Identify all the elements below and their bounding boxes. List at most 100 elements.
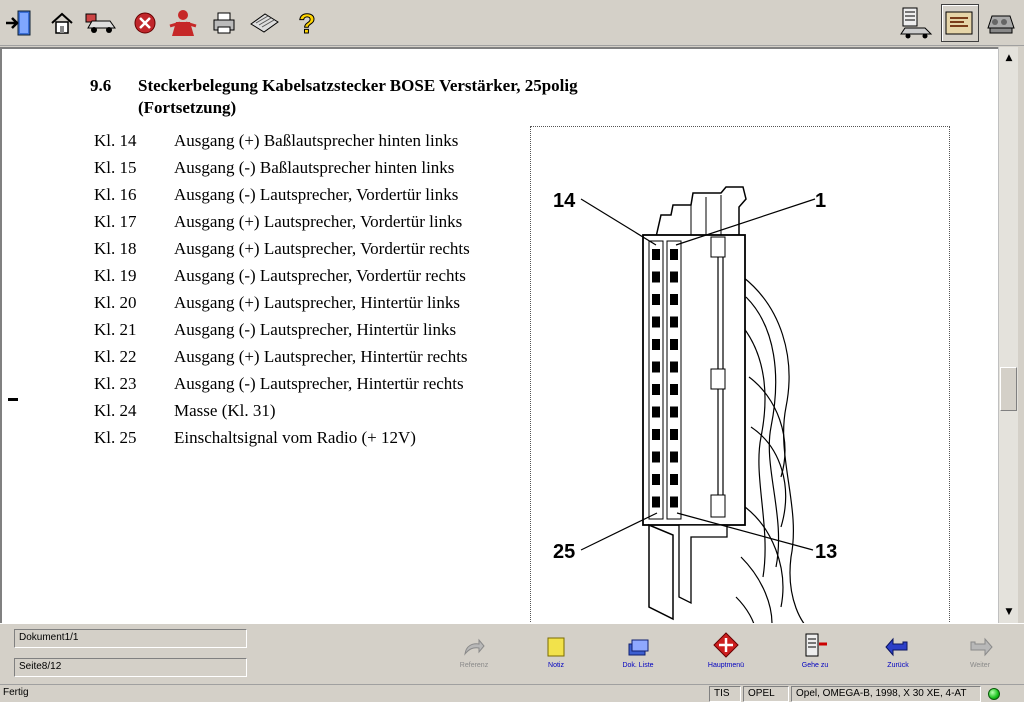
status-brand: OPEL [743, 686, 789, 702]
pin-description: Ausgang (-) Baßlautsprecher hinten links [174, 158, 455, 177]
user-icon [169, 10, 197, 36]
svg-text:?: ? [298, 8, 315, 38]
connector-pin [670, 429, 678, 440]
vehicle-selection-button[interactable] [84, 6, 118, 40]
main-toolbar: ? [0, 0, 1024, 46]
goto-icon [805, 633, 827, 657]
main-menu-label: Hauptmenü [707, 662, 745, 669]
pin-description: Ausgang (+) Lautsprecher, Vordertür rech… [174, 239, 470, 258]
pin-number: Kl. 18 [94, 239, 137, 258]
main-menu-icon [713, 632, 739, 658]
scroll-down-arrow[interactable]: ▼ [1005, 607, 1013, 617]
navigation-panel: Dokument1/1 Seite8/12 Referenz Notiz Dok… [0, 623, 1024, 683]
section-title: Steckerbelegung Kabelsatzstecker BOSE Ve… [138, 76, 578, 95]
status-vehicle: Opel, OMEGA-B, 1998, X 30 XE, 4-AT [791, 686, 981, 702]
section-subtitle: (Fortsetzung) [138, 98, 237, 117]
help-button[interactable]: ? [290, 6, 324, 40]
pin-number: Kl. 17 [94, 212, 137, 231]
keyboard-button[interactable] [247, 6, 281, 40]
connector-pin [652, 339, 660, 350]
forward-arrow-icon [970, 637, 993, 657]
forward-label: Weiter [969, 662, 991, 669]
diagnostics-button[interactable] [898, 4, 936, 42]
connector-pin [652, 496, 660, 508]
connector-pin [652, 294, 660, 305]
connector-pin [652, 406, 660, 418]
goto-label: Gehe zu [801, 662, 829, 669]
reference-label: Referenz [459, 662, 489, 669]
status-bar: Fertig TIS OPEL Opel, OMEGA-B, 1998, X 3… [0, 684, 1024, 702]
pin-description: Masse (Kl. 31) [174, 401, 276, 420]
reference-button[interactable]: Referenz [444, 632, 504, 678]
pin-number: Kl. 19 [94, 266, 137, 285]
connector-pin [670, 249, 678, 260]
stop-button[interactable] [128, 6, 162, 40]
pin-number: Kl. 14 [94, 131, 137, 150]
forward-button[interactable]: Weiter [950, 632, 1010, 678]
pin-number: Kl. 23 [94, 374, 137, 393]
manual-button[interactable] [941, 4, 979, 42]
document-view: 9.6 Steckerbelegung Kabelsatzstecker BOS… [0, 47, 998, 623]
connector-pin [670, 451, 678, 463]
wire-harness [735, 276, 805, 623]
scroll-up-arrow[interactable]: ▲ [1005, 53, 1013, 63]
connector-pin [670, 294, 678, 305]
connector-latch [655, 186, 747, 238]
connector-diagram: 14 1 25 13 [530, 126, 950, 623]
pin-description: Ausgang (-) Lautsprecher, Hintertür link… [174, 320, 457, 339]
pin-number: Kl. 15 [94, 158, 137, 177]
stop-icon [134, 12, 156, 34]
notes-icon [547, 637, 565, 657]
pin-label-14: 14 [553, 190, 576, 212]
vehicle-selection-icon [85, 13, 116, 33]
notes-button[interactable]: Notiz [526, 632, 586, 678]
engine-button[interactable] [982, 4, 1020, 42]
notes-label: Notiz [548, 662, 564, 669]
pin-number: Kl. 25 [94, 428, 137, 447]
pin-label-25: 25 [553, 541, 575, 563]
home-button[interactable] [45, 6, 79, 40]
connector-pin [670, 271, 678, 283]
back-button[interactable]: Zurück [868, 632, 928, 678]
connector-pin [670, 496, 678, 508]
pin-description: Ausgang (-) Lautsprecher, Vordertür rech… [174, 266, 466, 285]
back-arrow-icon [885, 637, 908, 657]
vertical-scrollbar[interactable]: ▲ ▼ [998, 47, 1018, 623]
goto-button[interactable]: Gehe zu [785, 632, 845, 678]
scroll-thumb[interactable] [1000, 367, 1017, 411]
pin-number: Kl. 20 [94, 293, 137, 312]
connector-pin [670, 339, 678, 350]
pin-description: Ausgang (-) Lautsprecher, Hintertür rech… [174, 374, 464, 393]
vehicle-diagnostics-icon [900, 7, 933, 39]
engine-icon [987, 15, 1015, 34]
pin-description: Ausgang (+) Lautsprecher, Hintertür link… [174, 293, 461, 312]
help-icon: ? [298, 8, 316, 38]
connector-pin [652, 429, 660, 440]
main-menu-button[interactable]: Hauptmenü [696, 632, 756, 678]
exit-icon [6, 10, 31, 36]
print-button[interactable] [207, 6, 241, 40]
connector-pin [652, 384, 660, 395]
pin-description: Ausgang (-) Lautsprecher, Vordertür link… [174, 185, 459, 204]
connection-status-icon [988, 688, 1000, 700]
pin-description: Ausgang (+) Baßlautsprecher hinten links [174, 131, 459, 150]
pin-description: Ausgang (+) Lautsprecher, Vordertür link… [174, 212, 463, 231]
doc-list-label: Dok. Liste [622, 662, 654, 669]
connector-pin [652, 316, 660, 328]
user-button[interactable] [166, 6, 200, 40]
connector-pin [670, 384, 678, 395]
position-marker [8, 398, 18, 401]
manual-icon [945, 11, 973, 35]
back-label: Zurück [887, 662, 909, 669]
section-number: 9.6 [90, 76, 112, 95]
connector-pin [652, 249, 660, 260]
connector-pins [652, 249, 678, 508]
pin-label-13: 13 [815, 541, 837, 563]
connector-pin [652, 451, 660, 463]
status-app: TIS [709, 686, 741, 702]
doc-list-button[interactable]: Dok. Liste [608, 632, 668, 678]
connector-drawing: 14 1 25 13 [553, 186, 837, 623]
connector-pin [652, 271, 660, 283]
exit-button[interactable] [2, 6, 36, 40]
